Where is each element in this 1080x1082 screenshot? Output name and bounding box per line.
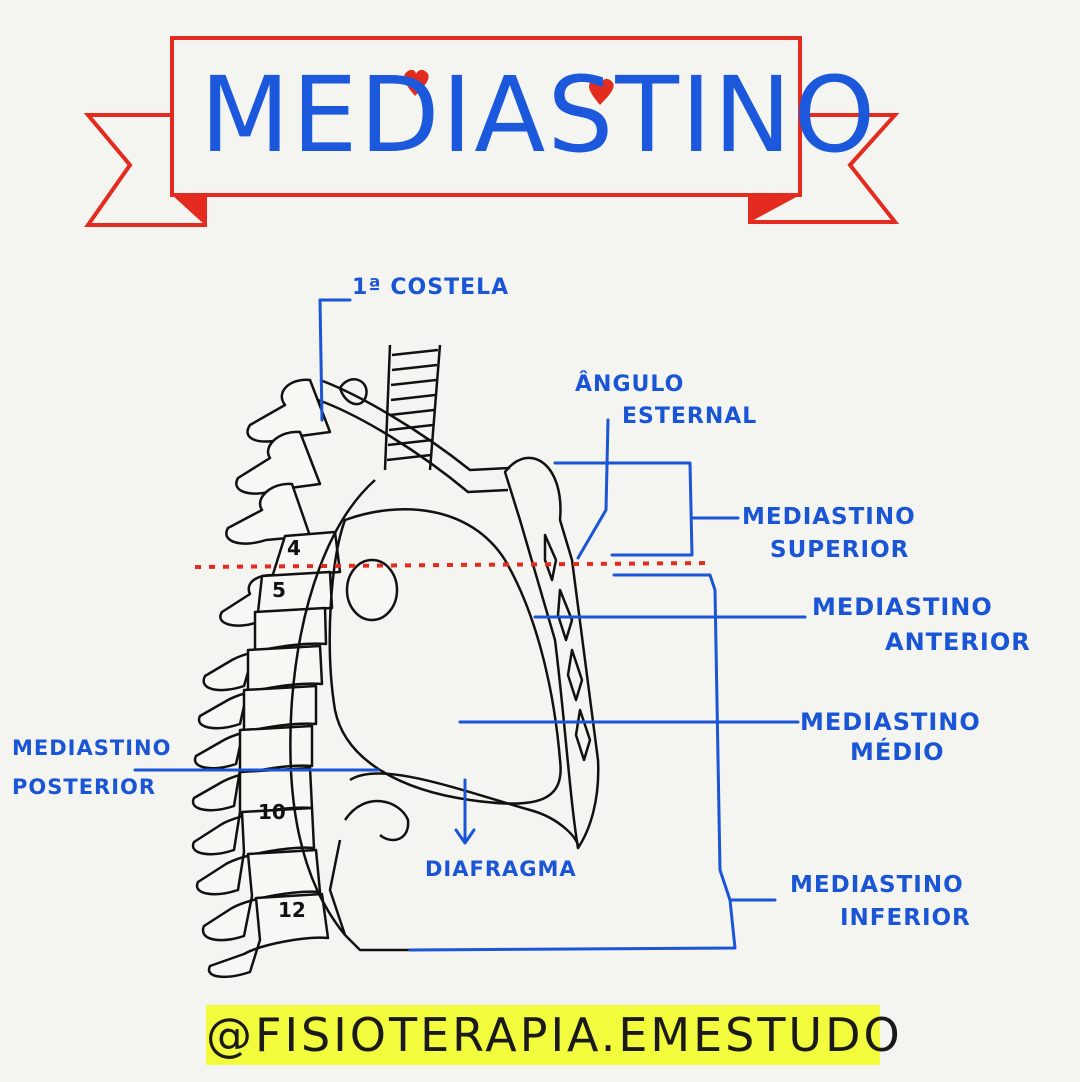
label-superior-line1: MEDIASTINO	[742, 504, 916, 530]
label-anterior-line1: MEDIASTINO	[812, 593, 993, 621]
sternal-angle-plane	[195, 563, 710, 567]
label-posterior-line2: POSTERIOR	[12, 775, 156, 799]
vertebra-label: 10	[258, 800, 286, 824]
label-inferior-line1: MEDIASTINO	[790, 872, 964, 898]
label-middle-line1: MEDIASTINO	[800, 708, 981, 736]
label-posterior-line1: MEDIASTINO	[12, 736, 171, 760]
label-superior-line2: SUPERIOR	[770, 537, 909, 563]
label-anterior-line2: ANTERIOR	[885, 628, 1031, 656]
label-inferior-line2: INFERIOR	[840, 905, 971, 931]
vertebra-label: 12	[278, 898, 306, 922]
spine	[193, 380, 340, 977]
label-first-rib: 1ª COSTELA	[352, 275, 509, 300]
label-diaphragm: DIAFRAGMA	[425, 857, 577, 881]
label-middle-line2: MÉDIO	[850, 738, 945, 766]
label-sternal-angle-line2: ESTERNAL	[622, 404, 757, 429]
social-handle: @FISIOTERAPIA.EMESTUDO	[206, 1005, 880, 1065]
page-title: MEDIASTINO	[200, 50, 780, 180]
vertebra-label: 4	[287, 536, 301, 560]
vertebra-label: 5	[272, 578, 286, 602]
label-sternal-angle-line1: ÂNGULO	[575, 372, 684, 397]
